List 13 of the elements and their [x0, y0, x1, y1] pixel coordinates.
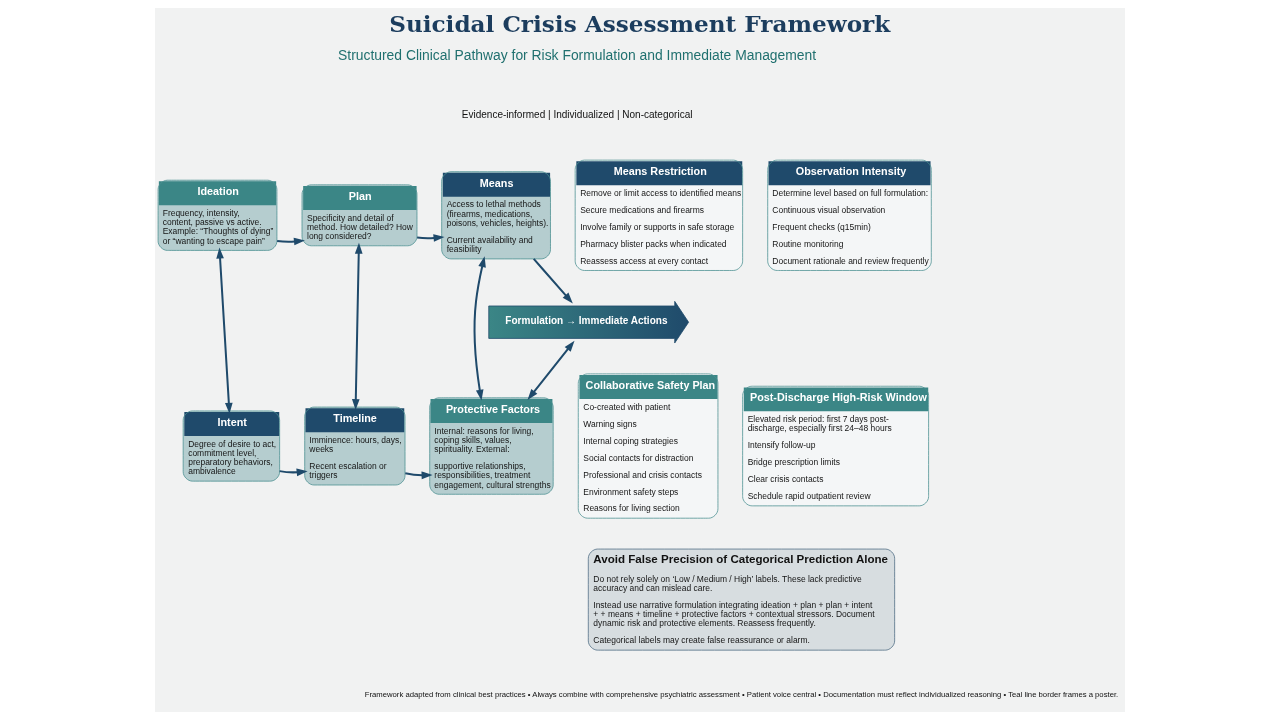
- diagram-title: Suicidal Crisis Assessment Framework: [389, 10, 891, 38]
- arrow: [417, 234, 445, 242]
- arrow: [279, 468, 308, 477]
- arrow: [405, 471, 433, 480]
- arrow: [533, 258, 573, 304]
- arrow: [216, 247, 233, 414]
- arrow: [277, 237, 305, 246]
- arrow: [473, 256, 486, 401]
- label: Structured Clinical Pathway for Risk Formulation and Immediate Management: [338, 47, 817, 64]
- arrow: [527, 340, 575, 400]
- arrow: [351, 242, 363, 411]
- caption: Framework adapted from clinical best practices • Always combine with comprehensive psychiatric assessment • Patient voice central • Documentation must reflect individualized reasoning • Teal line border frames a poster.: [364, 689, 1119, 699]
- label: Evidence-informed | Individualized | Non-categorical: [461, 109, 693, 120]
